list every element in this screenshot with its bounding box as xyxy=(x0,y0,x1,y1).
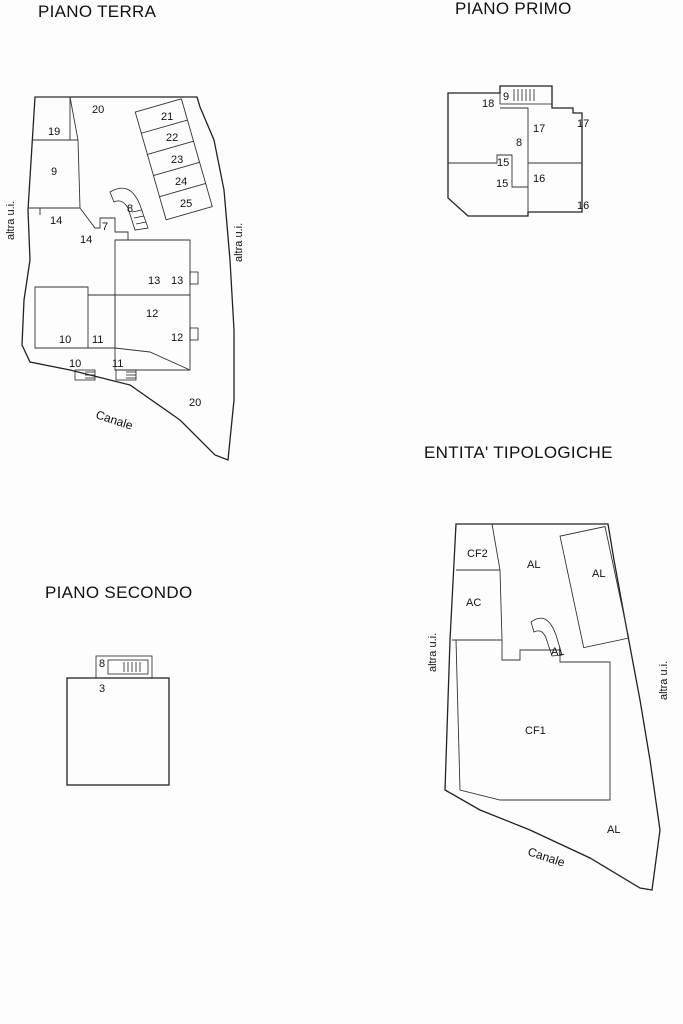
typology-label: CF1 xyxy=(525,725,546,737)
first-unit-label: 15 xyxy=(497,157,509,169)
first-unit-label: 9 xyxy=(503,91,509,103)
ground-unit-label: 23 xyxy=(171,154,183,166)
ground-canal-label: Canale xyxy=(94,408,135,433)
ground-side-label-right: altra u.i. xyxy=(233,223,245,262)
ground-unit-label: 14 xyxy=(50,215,62,227)
ground-small-stairs xyxy=(74,271,199,381)
typology-label: AC xyxy=(466,597,481,609)
ground-unit-12-13 xyxy=(114,239,191,371)
ground-unit-label: 20 xyxy=(92,104,104,116)
first-unit-label: 17 xyxy=(577,118,589,130)
typology-outline xyxy=(444,523,661,891)
second-outline xyxy=(66,677,170,786)
first-unit-label: 15 xyxy=(496,178,508,190)
ground-unit-label: 9 xyxy=(51,166,57,178)
ground-corridor-14 xyxy=(39,207,140,241)
typology-label: AL xyxy=(592,568,605,580)
first-unit-label: 16 xyxy=(533,173,545,185)
typology-side-label-right: altra u.i. xyxy=(658,661,670,700)
ground-unit-label: 12 xyxy=(146,308,158,320)
ground-side-label-left: altra u.i. xyxy=(5,201,17,240)
ground-unit-19-9 xyxy=(28,96,81,209)
ground-unit-label: 24 xyxy=(175,176,187,188)
ground-unit-label: 13 xyxy=(148,275,160,287)
typology-inner-walls xyxy=(452,523,611,801)
typology-garage-block xyxy=(559,525,630,649)
ground-unit-label: 10 xyxy=(69,358,81,370)
first-unit-label: 8 xyxy=(516,137,522,149)
ground-outline xyxy=(21,96,235,461)
ground-unit-label: 8 xyxy=(127,203,133,215)
typology-canal-label: Canale xyxy=(526,845,567,870)
second-unit-label: 8 xyxy=(99,658,105,670)
typology-label: AL xyxy=(607,824,620,836)
first-unit-label: 16 xyxy=(577,200,589,212)
ground-unit-label: 25 xyxy=(180,198,192,210)
typology-stair xyxy=(530,617,563,657)
first-stair xyxy=(499,85,553,105)
ground-unit-label: 13 xyxy=(171,275,183,287)
ground-floor-plan: PIANO TERRA xyxy=(5,2,245,461)
ground-unit-label: 21 xyxy=(161,111,173,123)
first-unit-label: 18 xyxy=(482,98,494,110)
ground-unit-label: 20 xyxy=(189,397,201,409)
first-unit-label: 17 xyxy=(533,123,545,135)
ground-unit-label: 19 xyxy=(48,126,60,138)
ground-unit-label: 11 xyxy=(112,358,123,370)
ground-unit-label: 12 xyxy=(171,332,183,344)
first-outline xyxy=(447,85,583,217)
ground-unit-label: 11 xyxy=(92,334,103,346)
ground-unit-label: 10 xyxy=(59,334,71,346)
first-floor-plan: PIANO PRIMO 18 9 17 17 8 15 15 16 16 xyxy=(447,0,589,217)
first-floor-title: PIANO PRIMO xyxy=(455,0,572,18)
ground-floor-title: PIANO TERRA xyxy=(38,2,157,21)
ground-garages xyxy=(134,98,213,221)
ground-lower-edge xyxy=(35,347,191,371)
typology-label: AL xyxy=(551,646,564,658)
typology-label: CF2 xyxy=(467,548,488,560)
ground-unit-label: 22 xyxy=(166,132,178,144)
second-unit-label: 3 xyxy=(99,683,105,695)
ground-stair-8 xyxy=(109,187,149,231)
second-floor-plan: PIANO SECONDO 8 3 xyxy=(45,583,192,786)
ground-unit-label: 7 xyxy=(102,221,108,233)
typology-title: ENTITA' TIPOLOGICHE xyxy=(424,443,613,462)
ground-unit-label: 14 xyxy=(80,234,92,246)
first-inner-walls xyxy=(448,107,582,212)
typology-plan: ENTITA' TIPOLOGICHE CF2 AL AL AC AL CF1 … xyxy=(424,443,670,891)
second-stair xyxy=(95,655,153,679)
typology-side-label-left: altra u.i. xyxy=(427,633,439,672)
second-floor-title: PIANO SECONDO xyxy=(45,583,192,602)
typology-label: AL xyxy=(527,559,540,571)
